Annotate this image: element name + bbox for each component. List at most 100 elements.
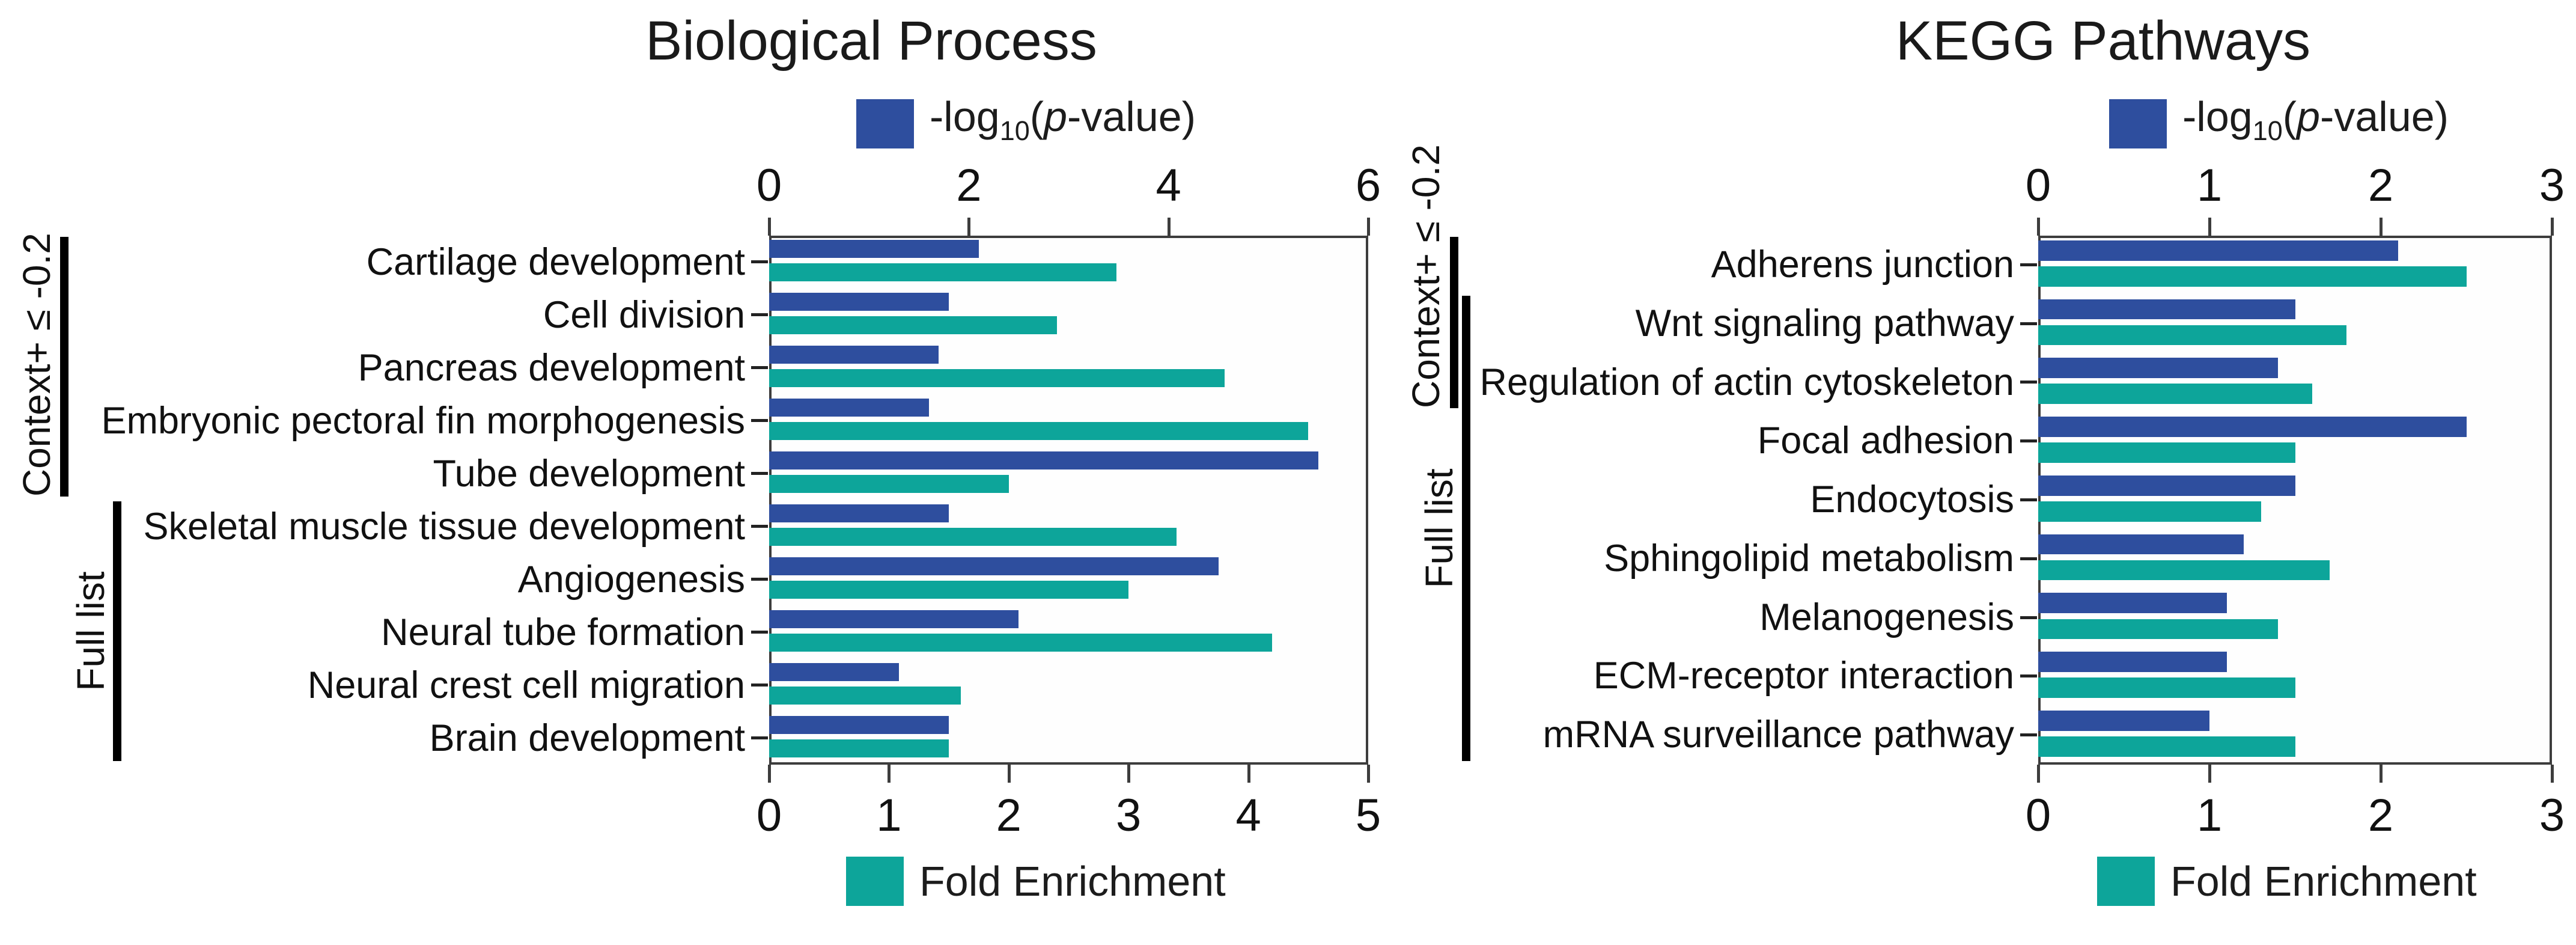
category-tick (751, 313, 768, 316)
bottom-axis-tick (1007, 765, 1011, 783)
bar-enrichment (769, 421, 1309, 441)
bottom-axis-tick (2208, 765, 2211, 783)
bottom-axis-tick (2380, 765, 2383, 783)
top-axis-tick (967, 218, 971, 236)
category-label: Sphingolipid metabolism (1604, 537, 2014, 580)
bottom-axis-tick (1127, 765, 1131, 783)
top-axis-tick (768, 218, 771, 236)
bar-pvalue (2038, 475, 2295, 496)
top-axis-tick-label: 2 (2367, 160, 2394, 211)
bottom-axis-tick (768, 765, 771, 783)
bar-enrichment (769, 369, 1225, 388)
category-label: Endocytosis (1810, 479, 2014, 521)
bar-pvalue (769, 346, 939, 364)
category-label: Tube development (433, 453, 745, 495)
bar-pvalue (769, 293, 949, 311)
pvalue-legend-label: -log10(p-value) (2182, 93, 2449, 146)
category-tick (2020, 674, 2037, 678)
category-tick (2020, 616, 2037, 619)
fold-legend-label: Fold Enrichment (2170, 858, 2477, 905)
bottom-axis-tick-label: 3 (1116, 790, 1142, 841)
bottom-axis-tick (2551, 765, 2554, 783)
group-label: Context+ ≤ -0.2 (15, 233, 58, 497)
category-tick (751, 525, 768, 528)
bottom-axis-tick (1247, 765, 1250, 783)
top-axis-tick-label: 0 (756, 160, 782, 211)
bar-pvalue (769, 451, 1318, 470)
top-axis-tick (2208, 218, 2211, 236)
category-label: Neural tube formation (381, 611, 745, 653)
category-label: Melanogenesis (1759, 596, 2014, 638)
bar-enrichment (2038, 442, 2295, 463)
bar-pvalue (2038, 593, 2227, 614)
top-axis-tick (1167, 218, 1171, 236)
chart-title-kegg-pathways: KEGG Pathways (1895, 10, 2311, 72)
bottom-axis-tick (1367, 765, 1370, 783)
bar-enrichment (2038, 560, 2330, 581)
legend-pvalue-right: -log10(p-value) (2109, 93, 2449, 151)
category-tick (2020, 381, 2037, 384)
bottom-axis-tick-label: 1 (876, 790, 902, 841)
bar-pvalue (2038, 299, 2295, 320)
legend-fold-right: Fold Enrichment (2097, 854, 2477, 909)
pvalue-legend-label: -log10(p-value) (930, 93, 1196, 146)
bar-enrichment (769, 263, 1117, 282)
bar-pvalue (2038, 534, 2244, 555)
bar-pvalue (769, 504, 949, 523)
top-axis-tick-label: 4 (1156, 160, 1181, 211)
bar-enrichment (769, 527, 1177, 546)
group-label: Full list (69, 571, 112, 691)
category-label: Neural crest cell migration (307, 664, 745, 706)
category-tick (2020, 498, 2037, 501)
category-tick (751, 419, 768, 422)
bar-pvalue (2038, 652, 2227, 672)
bottom-axis-tick-label: 3 (2539, 790, 2565, 841)
category-tick (2020, 439, 2037, 443)
category-tick (2020, 263, 2037, 266)
top-axis-tick-label: 1 (2196, 160, 2223, 211)
category-label: Brain development (429, 717, 745, 759)
bar-enrichment (2038, 677, 2295, 698)
bar-pvalue (769, 240, 979, 258)
category-label: Cell division (543, 294, 745, 336)
group-bracket-bar (1450, 237, 1458, 409)
category-label: Embryonic pectoral fin morphogenesis (101, 400, 745, 442)
bottom-axis-tick-label: 5 (1355, 790, 1381, 841)
category-label: ECM-receptor interaction (1593, 655, 2014, 697)
bottom-axis-tick (2037, 765, 2040, 783)
plot-area-kegg-pathways (2038, 236, 2552, 765)
plot-area-biological-process (769, 236, 1368, 765)
category-tick (751, 631, 768, 634)
bottom-axis-tick-label: 2 (2367, 790, 2394, 841)
legend-pvalue-left: -log10(p-value) (856, 93, 1196, 151)
bar-pvalue (769, 610, 1019, 629)
top-axis-tick-label: 2 (956, 160, 982, 211)
category-label: Cartilage development (366, 241, 745, 283)
bar-pvalue (769, 663, 900, 682)
chart-title-biological-process: Biological Process (645, 10, 1097, 72)
bar-pvalue (2038, 358, 2278, 379)
category-tick (751, 684, 768, 687)
top-axis-tick (2551, 218, 2554, 236)
top-axis-tick-label: 6 (1355, 160, 1381, 211)
fold-legend-swatch (2097, 857, 2155, 906)
bar-enrichment (2038, 619, 2278, 640)
group-bracket-bar (113, 501, 121, 761)
bar-enrichment (2038, 384, 2312, 405)
bar-enrichment (769, 739, 949, 758)
bar-pvalue (769, 399, 929, 417)
top-axis-tick (2037, 218, 2040, 236)
bottom-axis-tick-label: 0 (2025, 790, 2051, 841)
bottom-axis-tick-label: 2 (996, 790, 1022, 841)
bar-pvalue (2038, 240, 2398, 261)
category-label: Angiogenesis (517, 558, 745, 601)
bar-pvalue (769, 557, 1219, 576)
category-tick (751, 578, 768, 581)
category-tick (751, 260, 768, 263)
bottom-axis-tick-label: 0 (756, 790, 782, 841)
category-tick (751, 472, 768, 475)
top-axis-tick-label: 3 (2539, 160, 2565, 211)
category-tick (751, 366, 768, 369)
category-tick (751, 736, 768, 739)
bottom-axis-tick (888, 765, 891, 783)
